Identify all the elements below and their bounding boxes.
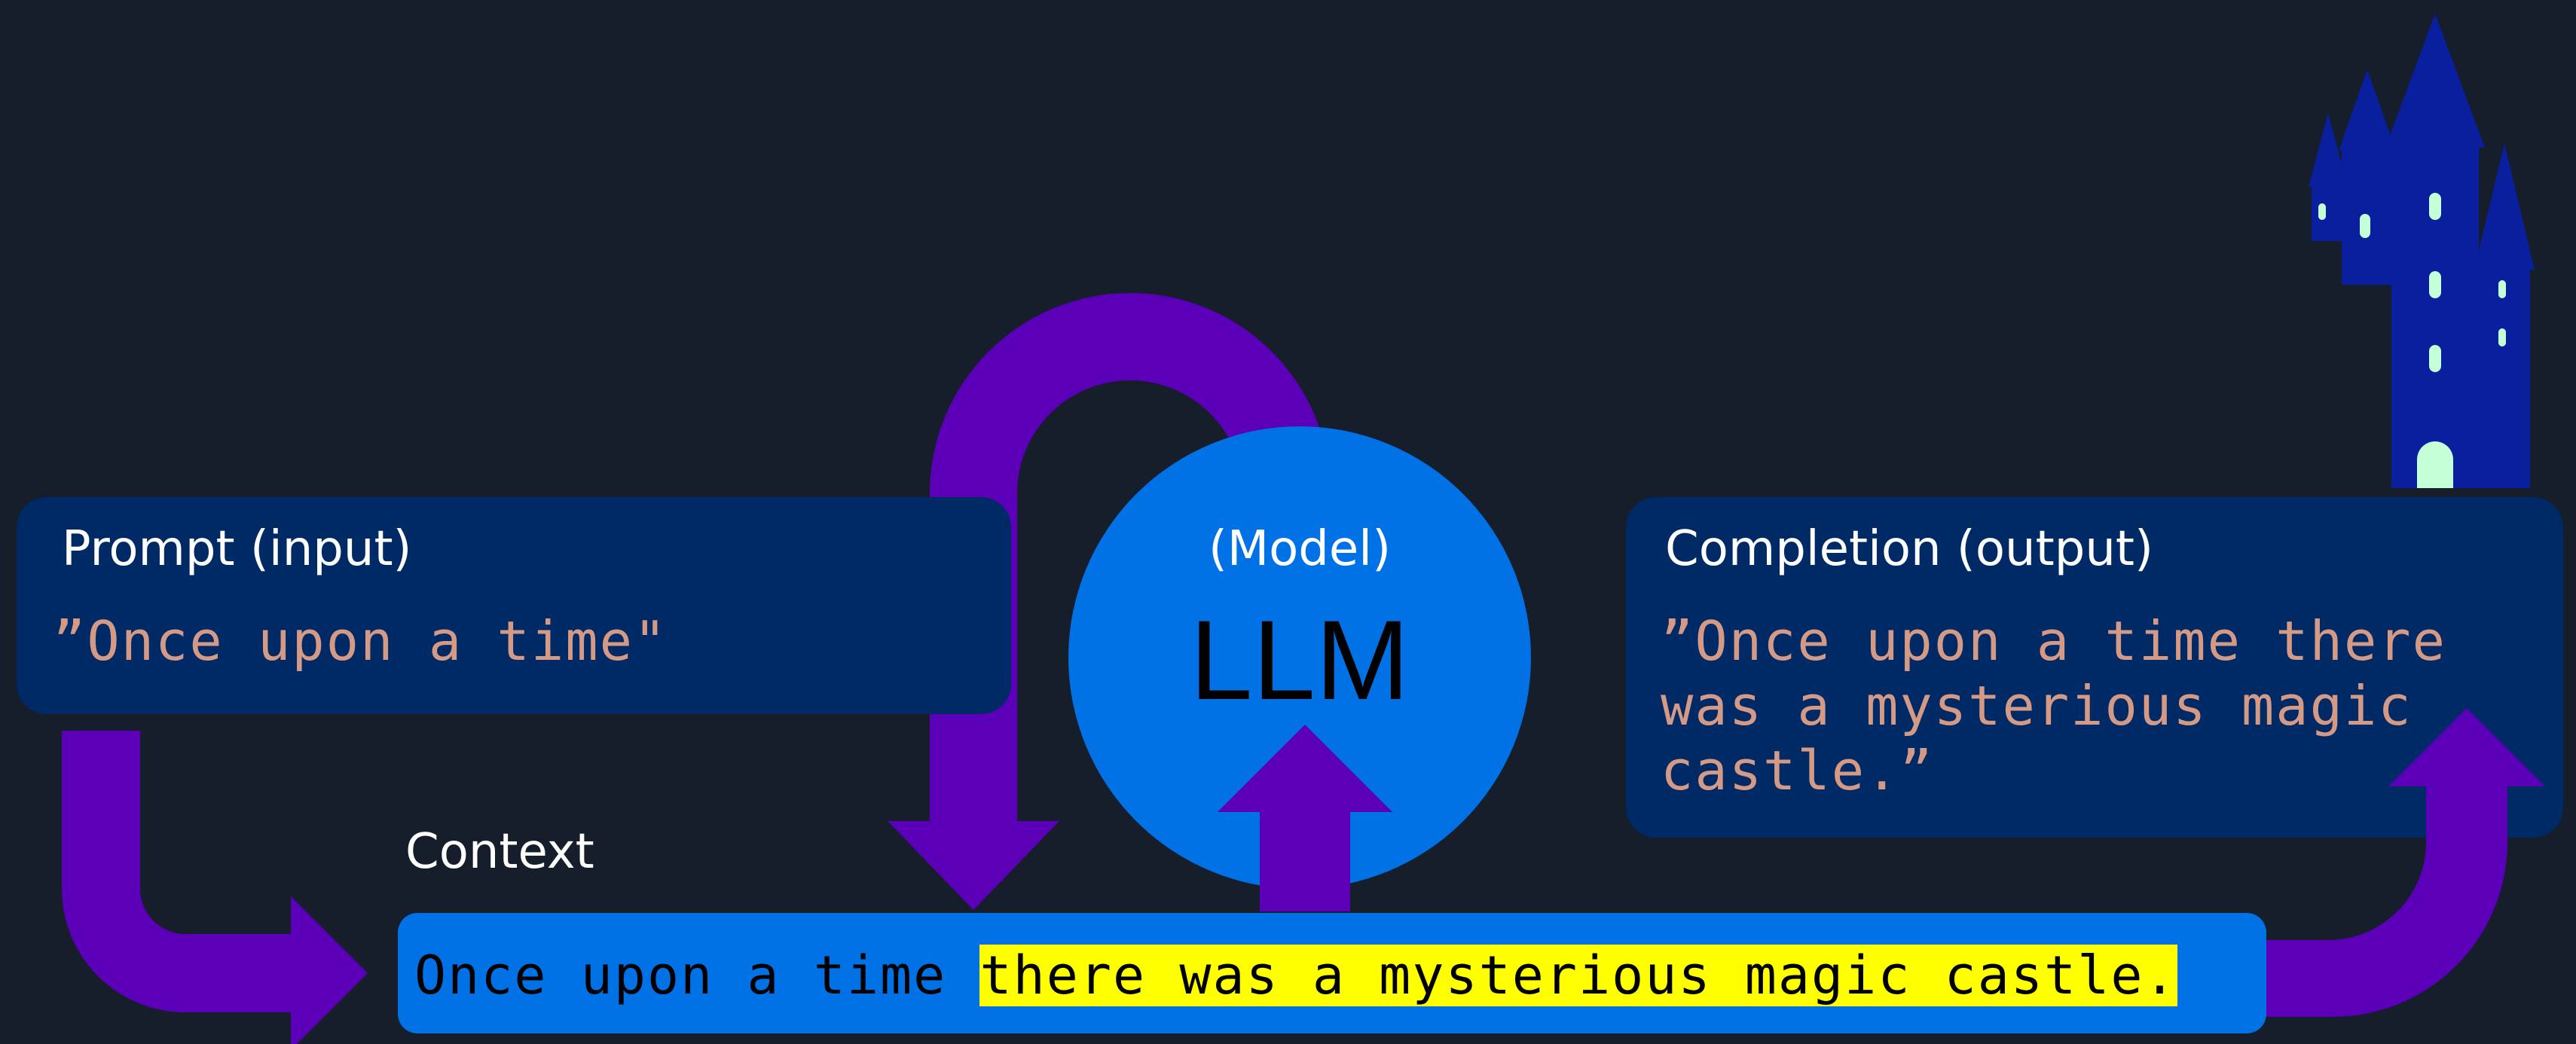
context-plain-text: Once upon a time: [414, 945, 980, 1006]
context-title: Context: [405, 824, 594, 880]
completion-title: Completion (output): [1665, 521, 2153, 577]
prompt-panel: [17, 497, 1011, 714]
llm-label: LLM: [1190, 597, 1410, 723]
prompt-text: ”Once upon a time": [53, 609, 668, 673]
context-highlighted-text: there was a mysterious magic castle.: [979, 945, 2177, 1006]
prompt-title: Prompt (input): [62, 521, 412, 577]
prompt-to-context-arrow: [62, 731, 368, 1044]
completion-text: ”Once upon a time there was a mysterious…: [1661, 609, 2446, 802]
feedback-loop-arrow: [930, 293, 1331, 821]
context-text: Once upon a time there was a mysterious …: [414, 943, 2177, 1008]
castle-icon: [2309, 14, 2535, 488]
context-to-llm-arrow: [1218, 725, 1392, 911]
feedback-arrow-head: [888, 821, 1059, 910]
model-sublabel: (Model): [1208, 521, 1392, 577]
context-to-completion-arrow: [2223, 708, 2545, 1017]
